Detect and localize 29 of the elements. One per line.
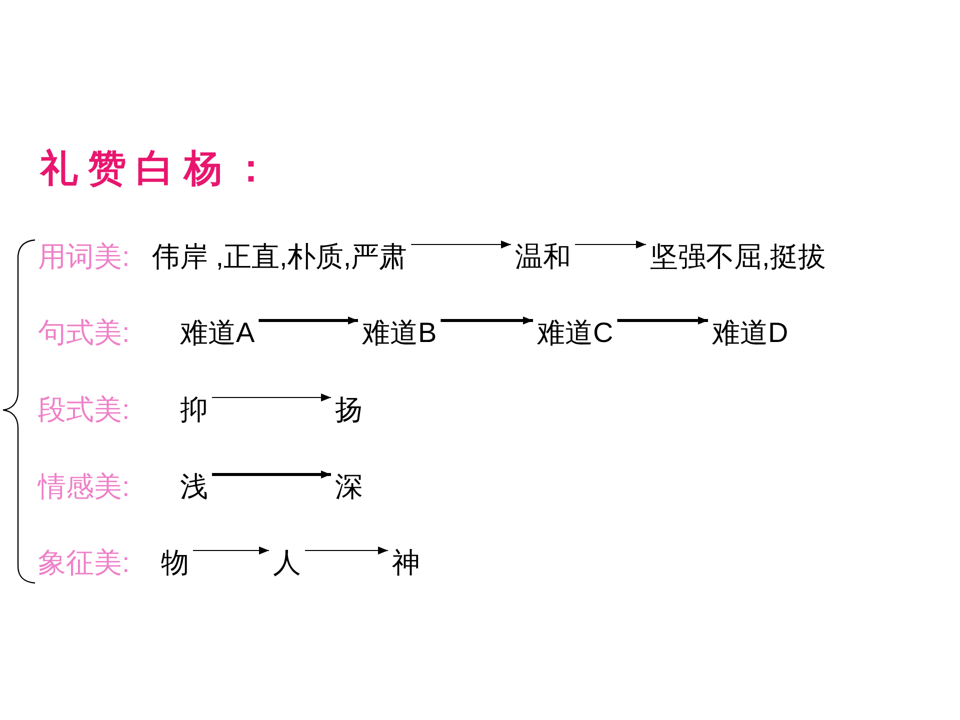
node-label: 温和 bbox=[515, 241, 571, 273]
row-label: 段式美: bbox=[38, 394, 130, 426]
node-label: 浅 bbox=[180, 471, 208, 503]
row-label: 情感美: bbox=[38, 471, 130, 503]
arrow bbox=[192, 546, 270, 554]
arrow bbox=[212, 394, 332, 402]
arrow bbox=[440, 316, 533, 324]
node-label: 坚强不屈,挺拔 bbox=[650, 241, 826, 273]
arrow bbox=[304, 546, 388, 554]
node-label: 抑 bbox=[180, 394, 208, 426]
title: 礼赞白杨： bbox=[40, 146, 280, 190]
node-label: 人 bbox=[273, 547, 301, 579]
node-label: 伟岸 ,正直,朴质,严肃 bbox=[152, 241, 408, 273]
node-label: 难道D bbox=[712, 317, 788, 349]
row-label: 句式美: bbox=[38, 317, 130, 349]
arrow bbox=[574, 240, 646, 248]
node-label: 神 bbox=[392, 547, 420, 579]
arrow bbox=[258, 316, 358, 324]
node-label: 难道A bbox=[180, 317, 255, 349]
node-label: 深 bbox=[335, 471, 363, 503]
arrow bbox=[410, 240, 512, 248]
row-label: 用词美: bbox=[38, 241, 130, 273]
row-label: 象征美: bbox=[38, 547, 130, 579]
arrow bbox=[212, 470, 331, 478]
node-label: 物 bbox=[161, 547, 189, 579]
node-label: 难道B bbox=[362, 317, 437, 349]
node-label: 难道C bbox=[537, 317, 614, 349]
node-label: 扬 bbox=[335, 394, 363, 426]
arrow bbox=[617, 316, 708, 324]
